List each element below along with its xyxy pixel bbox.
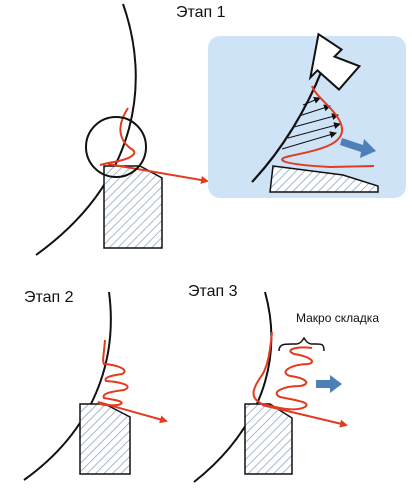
stage2-panel (23, 291, 168, 481)
stage3-title: Этап 3 (188, 283, 238, 300)
stage2-die-block (79, 403, 131, 475)
stage1-title: Этап 1 (176, 4, 226, 21)
zoom-velocity-profile (281, 85, 375, 169)
stage3-die-block (244, 403, 293, 475)
macro-fold-brace (278, 336, 325, 352)
stage1-panel (35, 3, 209, 256)
stage1-melt-profile (99, 107, 136, 166)
velocity-vectors (281, 97, 341, 150)
zoom-barrel-wall (251, 69, 324, 183)
stage3-barrel-wall (193, 291, 273, 483)
stage1-zoom-circle (85, 116, 147, 178)
stage3-panel (193, 291, 348, 483)
stage1-barrel-wall (35, 3, 137, 256)
blue-direction-arrow-icon (340, 138, 376, 158)
stage1-die-block (103, 165, 163, 249)
stage1-zoom-inset (208, 32, 406, 198)
stage2-barrel-wall (23, 291, 112, 481)
stage2-title: Этап 2 (24, 289, 74, 306)
stage2-flow-arrow (97, 401, 168, 424)
stage3-flow-arrow (261, 404, 348, 428)
stage3-melt-profile (252, 331, 313, 411)
macro-fold-label: Макро складка (296, 311, 379, 325)
stage3-blue-arrow-icon (316, 375, 342, 393)
pressure-arrow-icon (308, 32, 362, 91)
stage2-melt-profile (97, 339, 129, 407)
zoom-die-block (269, 165, 379, 193)
zoom-inset-background (208, 36, 406, 198)
stage1-flow-arrow (107, 163, 209, 184)
